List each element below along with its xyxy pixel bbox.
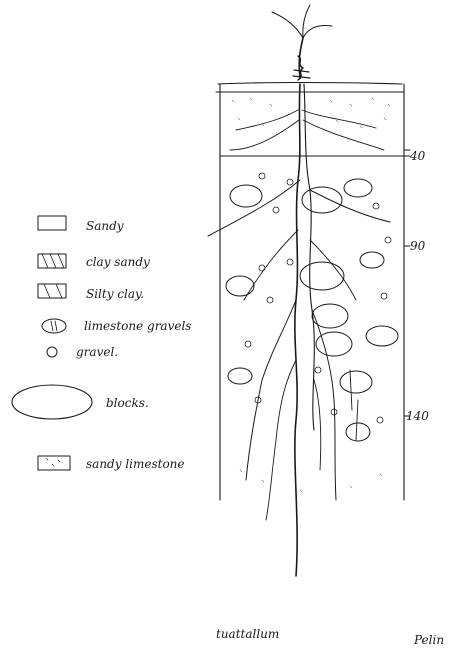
plant-stem-icon — [272, 5, 332, 80]
artist-signature: Pelin — [414, 634, 444, 646]
legend-label-limestone-gravels: limestone gravels — [84, 320, 191, 332]
legend-swatch-blocks — [12, 385, 92, 419]
plant-name-caption: tuattallum — [216, 628, 279, 640]
legend-label-silty-clay: Silty clay. — [86, 288, 144, 300]
legend-label-sandy: Sandy — [86, 220, 124, 232]
legend-swatch-sandy-limestone — [38, 456, 70, 470]
depth-mark-40: 40 — [410, 150, 425, 162]
legend-swatch-silty-clay — [38, 284, 66, 298]
legend-label-blocks: blocks. — [106, 397, 149, 409]
legend-label-sandy-limestone: sandy limestone — [86, 458, 185, 470]
legend-swatch-clay-sandy — [38, 254, 66, 268]
legend-label-gravel: gravel. — [76, 346, 118, 358]
legend-swatch-limestone-gravels — [42, 319, 66, 333]
legend-label-clay-sandy: clay sandy — [86, 256, 150, 268]
depth-mark-140: 140 — [406, 410, 429, 422]
depth-mark-90: 90 — [410, 240, 425, 252]
ground-surface-line — [218, 83, 402, 85]
legend-swatch-gravel — [47, 347, 57, 357]
legend-swatch-sandy — [38, 216, 66, 230]
taproot — [295, 84, 300, 576]
